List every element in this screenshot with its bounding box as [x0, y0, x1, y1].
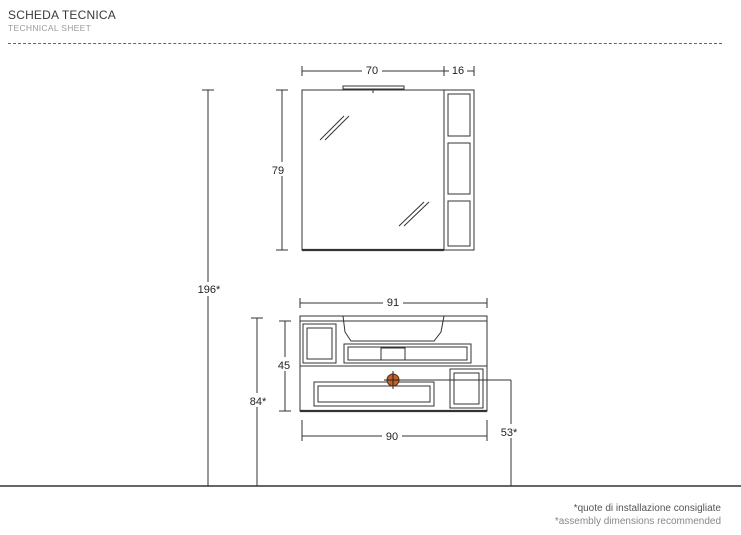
- dimension-labels: 70 16 79 196* 91 45 84* 90 53*: [195, 63, 523, 443]
- mirror-panel: [301, 89, 445, 251]
- dim-shelf-width: 16: [452, 65, 464, 77]
- mirror-unit: [301, 85, 475, 252]
- under-sink-shelf: [343, 343, 472, 364]
- dimension-lines: [202, 66, 512, 486]
- dim-mirror-width: 70: [366, 65, 378, 77]
- mirror-reflection-marks: [319, 115, 430, 227]
- installation-footnote: *quote di installazione consigliate *ass…: [555, 502, 721, 528]
- side-shelf: [443, 89, 475, 251]
- drain-marker: [384, 371, 511, 389]
- dim-mirror-height: 79: [272, 165, 284, 177]
- dim-top-width: 91: [387, 297, 399, 309]
- sheet-title: SCHEDA TECNICA: [8, 8, 116, 22]
- footnote-english: *assembly dimensions recommended: [554, 516, 721, 527]
- dim-total-height: 196*: [198, 284, 221, 296]
- dim-drain-height: 53*: [501, 427, 518, 439]
- dim-base-width: 90: [386, 431, 398, 443]
- dim-install-height: 84*: [250, 396, 267, 408]
- vanity-unit: [299, 315, 488, 413]
- mirror-lamp: [342, 85, 405, 90]
- sheet-subtitle: TECHNICAL SHEET: [8, 23, 92, 33]
- dim-sink-cabinet-height: 45: [278, 360, 290, 372]
- sink-basin: [342, 315, 445, 342]
- vanity-top: [299, 315, 488, 322]
- base-drawer: [313, 381, 435, 407]
- header-divider: [8, 43, 722, 44]
- left-open-cube: [302, 323, 337, 364]
- footnote-italian: *quote di installazione consigliate: [573, 503, 721, 514]
- sheet-header: SCHEDA TECNICA TECHNICAL SHEET: [8, 8, 116, 34]
- right-open-cube: [449, 368, 484, 409]
